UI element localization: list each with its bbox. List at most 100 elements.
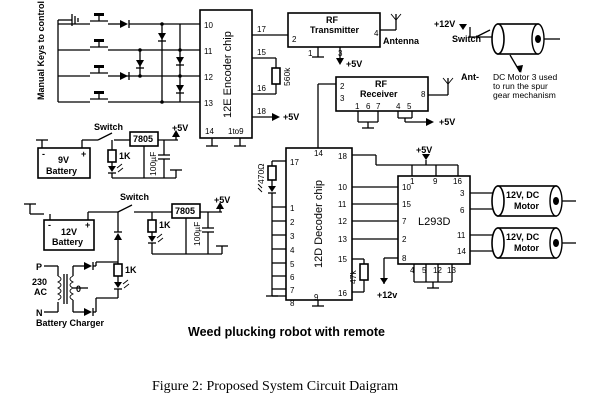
svg-text:1K: 1K xyxy=(159,220,171,230)
svg-text:+5V: +5V xyxy=(416,145,432,155)
svg-text:1: 1 xyxy=(308,49,313,58)
svg-text:10: 10 xyxy=(338,183,347,192)
svg-text:13: 13 xyxy=(204,99,213,108)
svg-text:+5V: +5V xyxy=(346,59,362,69)
svg-text:Motor: Motor xyxy=(514,243,539,253)
motor-3-body xyxy=(491,23,560,55)
svg-text:Motor: Motor xyxy=(514,201,539,211)
svg-text:gear mechanism: gear mechanism xyxy=(493,90,556,100)
svg-text:9: 9 xyxy=(314,293,319,302)
supply-12v: - + 12V Battery Switch 7805 +5V 1K 100µF xyxy=(24,192,230,299)
svg-text:3: 3 xyxy=(460,189,465,198)
resistor-charge xyxy=(113,263,123,277)
encoder-label: 12E Encoder chip xyxy=(222,31,234,118)
decoder-chip: 12D Decoder chip 14 17 470Ω 1 2 3 4 5 6 … xyxy=(256,145,398,308)
svg-text:-: - xyxy=(48,220,51,230)
figure-caption: Figure 2: Proposed System Circuit Daigra… xyxy=(152,379,398,394)
svg-text:8: 8 xyxy=(290,299,295,308)
svg-text:Battery: Battery xyxy=(52,237,83,247)
svg-text:4: 4 xyxy=(290,246,295,255)
svg-text:RF: RF xyxy=(326,15,338,25)
svg-text:230: 230 xyxy=(32,277,47,287)
svg-text:18: 18 xyxy=(257,107,266,116)
svg-text:Antenna: Antenna xyxy=(383,36,420,46)
svg-text:RF: RF xyxy=(375,79,387,89)
key-row-1 xyxy=(58,13,200,28)
svg-text:1: 1 xyxy=(355,102,360,111)
svg-text:7: 7 xyxy=(290,286,295,295)
svg-text:14: 14 xyxy=(314,149,323,158)
svg-text:16: 16 xyxy=(338,289,347,298)
svg-text:6: 6 xyxy=(366,102,371,111)
svg-text:11: 11 xyxy=(204,47,213,56)
dc-motor-1: 12V, DC Motor xyxy=(491,185,576,217)
encoder-resistor xyxy=(271,67,281,85)
svg-text:560k: 560k xyxy=(282,67,292,86)
l293d-label: L293D xyxy=(418,216,450,228)
svg-text:5: 5 xyxy=(290,260,295,269)
svg-text:7: 7 xyxy=(402,217,407,226)
svg-text:15: 15 xyxy=(402,200,411,209)
battery-charger: P N 230 AC Battery Charger 0 xyxy=(32,262,105,328)
l293d-chip: L293D +5V 1 9 16 10 15 7 2 8 +12v 3 6 11… xyxy=(376,145,494,300)
dc-motor-2: 12V, DC Motor xyxy=(491,227,576,259)
svg-text:1K: 1K xyxy=(119,151,131,161)
svg-text:10: 10 xyxy=(402,183,411,192)
svg-text:Battery Charger: Battery Charger xyxy=(36,318,105,328)
svg-text:DC Motor 3 used: DC Motor 3 used xyxy=(493,72,558,82)
manual-keys: Manual Keys to control the Robot xyxy=(36,0,200,104)
svg-text:5: 5 xyxy=(407,102,412,111)
svg-text:8: 8 xyxy=(421,90,426,99)
svg-text:8: 8 xyxy=(402,254,407,263)
svg-text:7: 7 xyxy=(376,102,381,111)
svg-text:100µF: 100µF xyxy=(192,222,202,246)
svg-text:Transmitter: Transmitter xyxy=(310,25,360,35)
key-row-2 xyxy=(58,39,200,51)
svg-text:Switch: Switch xyxy=(94,122,123,132)
svg-text:6: 6 xyxy=(460,206,465,215)
svg-text:4: 4 xyxy=(410,266,415,275)
svg-text:N: N xyxy=(36,308,43,318)
diagram-caption: Weed plucking robot with remote xyxy=(188,325,385,339)
svg-text:12V, DC: 12V, DC xyxy=(506,232,540,242)
svg-text:12V, DC: 12V, DC xyxy=(506,190,540,200)
svg-text:9: 9 xyxy=(433,177,438,186)
svg-text:16: 16 xyxy=(453,177,462,186)
svg-text:+5V: +5V xyxy=(172,123,188,133)
svg-text:2: 2 xyxy=(290,218,295,227)
svg-text:7805: 7805 xyxy=(175,206,195,216)
battery-9v xyxy=(37,147,91,179)
svg-text:15: 15 xyxy=(257,48,266,57)
svg-text:+: + xyxy=(81,149,86,159)
svg-text:+5V: +5V xyxy=(214,195,230,205)
svg-text:5: 5 xyxy=(422,266,427,275)
svg-text:-: - xyxy=(42,149,45,159)
svg-text:AC: AC xyxy=(34,287,47,297)
svg-text:15: 15 xyxy=(338,255,347,264)
svg-text:1to9: 1to9 xyxy=(228,127,244,136)
svg-text:11: 11 xyxy=(338,200,347,209)
svg-text:47k: 47k xyxy=(348,270,358,284)
svg-text:3: 3 xyxy=(290,232,295,241)
svg-text:P: P xyxy=(36,262,42,272)
encoder-chip: 12E Encoder chip 10 11 12 13 14 1to9 17 … xyxy=(199,9,299,147)
svg-text:Switch: Switch xyxy=(120,192,149,202)
decoder-label: 12D Decoder chip xyxy=(313,180,325,268)
svg-text:16: 16 xyxy=(257,84,266,93)
resistor-1k-a xyxy=(107,149,117,163)
svg-text:Battery: Battery xyxy=(46,166,77,176)
svg-text:10: 10 xyxy=(204,21,213,30)
svg-text:1K: 1K xyxy=(125,265,137,275)
svg-text:6: 6 xyxy=(290,273,295,282)
svg-text:17: 17 xyxy=(257,25,266,34)
svg-text:0: 0 xyxy=(76,284,81,294)
svg-text:Ant-: Ant- xyxy=(461,72,479,82)
svg-text:+5V: +5V xyxy=(283,112,299,122)
resistor-470 xyxy=(267,165,277,181)
svg-text:Receiver: Receiver xyxy=(360,89,398,99)
svg-text:+: + xyxy=(85,220,90,230)
supply-9v: - + 9V Battery Switch 7805 +5V 1K 100µF xyxy=(36,122,188,179)
svg-text:to run the spur: to run the spur xyxy=(493,81,548,91)
svg-text:12V: 12V xyxy=(61,227,77,237)
